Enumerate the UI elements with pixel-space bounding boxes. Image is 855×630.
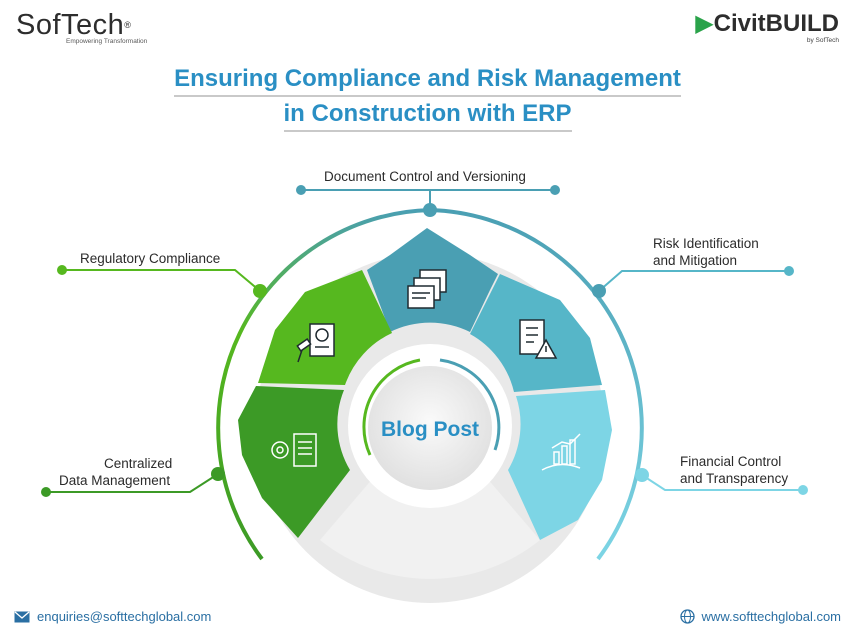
footer-website[interactable]: www.softtechglobal.com (679, 609, 841, 624)
center-disk (368, 366, 492, 490)
globe-icon (679, 609, 695, 624)
title-line-2: in Construction with ERP (283, 97, 572, 132)
label-risk-line-1: Risk Identification (653, 236, 759, 251)
dot-financial-end (798, 485, 808, 495)
outer-arc-left (216, 208, 431, 561)
center-ring-green-accent (362, 358, 421, 456)
connector-financial (641, 474, 804, 491)
bottom-white-sector (320, 470, 540, 579)
center-label: Blog Post (381, 418, 479, 441)
softtech-logo: SofTech® Empowering Transformation (16, 10, 147, 45)
softtech-logo-text: SofTech (16, 9, 125, 41)
email-text[interactable]: enquiries@softtechglobal.com (37, 609, 212, 624)
dot-regulatory-end (57, 265, 67, 275)
label-risk-line-2: and Mitigation (653, 253, 738, 268)
data-gear-icon (271, 433, 317, 467)
title-line-1: Ensuring Compliance and Risk Management (174, 62, 681, 97)
dot-data-arc (211, 467, 225, 481)
label-document-control: Document Control and Versioning (324, 169, 526, 184)
page-title: Ensuring Compliance and Risk Management … (0, 62, 855, 132)
center-ring-teal-accent (439, 358, 501, 451)
civitbuild-byline: by SofTech (806, 37, 839, 44)
email-icon (14, 611, 30, 622)
connector-regulatory (62, 269, 261, 292)
risk-checklist-icon (519, 319, 558, 359)
dot-top-arc (423, 203, 437, 217)
dot-top-left (296, 185, 306, 195)
label-data-line-1: Centralized (104, 456, 173, 471)
label-data-line-2: Data Management (59, 473, 171, 488)
registered-mark: ® (124, 20, 132, 30)
dot-regulatory-arc (253, 284, 267, 298)
softtech-tagline: Empowering Transformation (66, 38, 148, 45)
label-financial-line-2: and Transparency (680, 471, 789, 486)
website-text[interactable]: www.softtechglobal.com (701, 609, 841, 624)
dot-risk-end (784, 266, 794, 276)
connector-data (46, 473, 219, 493)
dot-top-right (550, 185, 560, 195)
dot-data-end (41, 487, 51, 497)
dot-financial-arc (635, 468, 649, 482)
outer-arc-right (429, 208, 644, 561)
financial-growth-icon (541, 433, 581, 471)
footer-email[interactable]: enquiries@softtechglobal.com (14, 609, 211, 624)
civitbuild-logo-text: CivitBUILD (713, 10, 839, 37)
label-regulatory-compliance: Regulatory Compliance (80, 251, 221, 266)
dot-risk-arc (592, 284, 606, 298)
civitbuild-mark-icon: ▶ (695, 10, 714, 37)
label-financial-line-1: Financial Control (680, 454, 782, 469)
civitbuild-logo: ▶CivitBUILD by SofTech (695, 10, 839, 44)
compliance-gavel-icon (296, 323, 335, 363)
connector-risk (598, 270, 790, 292)
documents-icon (407, 269, 447, 309)
